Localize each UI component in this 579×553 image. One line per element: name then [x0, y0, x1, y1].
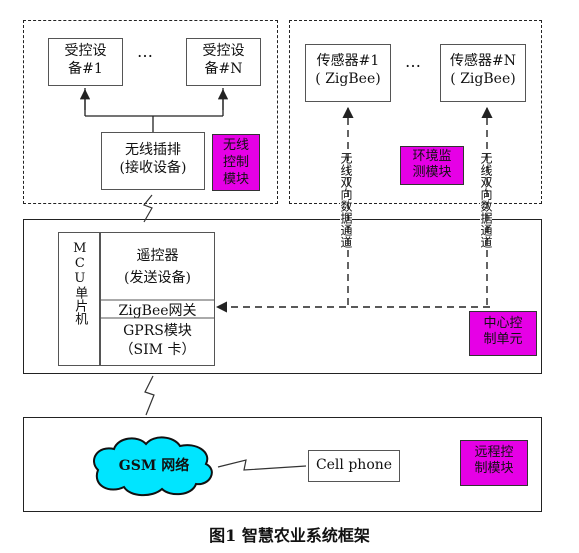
zigbee-gateway-label: ZigBee网关	[118, 303, 197, 319]
controlled-device-n-label: 受控设 备#N	[202, 43, 245, 77]
data-channel-right-label: 无线双向数据通道	[479, 150, 493, 250]
env-monitor-frame	[289, 20, 542, 204]
remote-control-module-label: 远程控 制模块	[460, 440, 528, 486]
data-channel-left-label: 无线双向数据通道	[339, 150, 353, 250]
cell-phone-box: Cell phone	[308, 450, 400, 482]
gsm-phone-link-icon	[217, 459, 307, 471]
remote-controller-label: 遥控器 (发送设备)	[124, 248, 191, 287]
sensor-n-label: 传感器#N ( ZigBee)	[450, 53, 516, 87]
figure-caption: 图1 智慧农业系统框架	[209, 526, 370, 545]
cell-phone-label: Cell phone	[315, 457, 393, 473]
wireless-control-module-label: 无线 控制 模块	[212, 134, 260, 191]
wireless-power-strip: 无线插排 (接收设备)	[101, 132, 205, 190]
sensor-1-label: 传感器#1 ( ZigBee)	[315, 53, 381, 87]
wireless-link-bottom-icon	[144, 375, 155, 416]
remote-control-module-text: 远程控 制模块	[474, 445, 514, 477]
gprs-module-label: GPRS模块 （SIM 卡）	[119, 323, 196, 358]
gsm-cloud-icon	[93, 436, 213, 497]
env-monitor-module-text: 环境监 测模块	[412, 149, 452, 181]
remote-controller-box: 遥控器 (发送设备) ZigBee网关 GPRS模块 （SIM 卡）	[100, 232, 215, 366]
central-control-unit-label: 中心控 制单元	[469, 311, 537, 356]
sensor-1: 传感器#1 ( ZigBee)	[305, 44, 391, 102]
central-control-unit-text: 中心控 制单元	[483, 316, 523, 348]
sensor-ellipsis: …	[405, 52, 421, 71]
sensor-n: 传感器#N ( ZigBee)	[440, 44, 526, 102]
controlled-device-n: 受控设 备#N	[186, 38, 261, 86]
controlled-device-1-label: 受控设 备#1	[64, 43, 107, 77]
controlled-device-1: 受控设 备#1	[48, 38, 123, 86]
gsm-network-label: GSM 网络	[118, 458, 190, 474]
device-ellipsis: …	[137, 42, 153, 61]
central-control-frame	[23, 219, 542, 374]
wireless-power-strip-label: 无线插排 (接收设备)	[119, 142, 187, 176]
wireless-link-top-icon	[143, 194, 153, 223]
mcu-label: MCU单片机	[72, 241, 88, 325]
strip-to-devices-connector	[84, 88, 224, 132]
wireless-control-frame	[23, 20, 278, 204]
env-monitor-module-label: 环境监 测模块	[400, 146, 464, 185]
wireless-control-module-text: 无线 控制 模块	[222, 138, 249, 187]
remote-control-frame	[23, 417, 542, 512]
mcu-box: MCU单片机	[58, 232, 100, 366]
